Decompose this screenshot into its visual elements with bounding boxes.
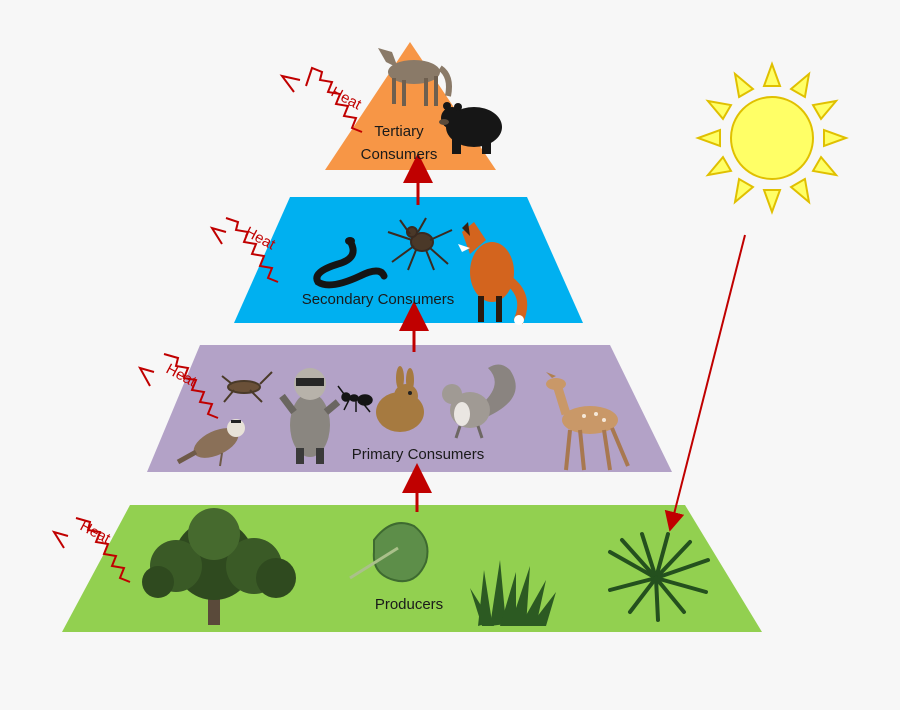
deer-icon xyxy=(546,372,630,471)
producers-label: Producers xyxy=(375,596,443,613)
fox-icon xyxy=(458,222,528,325)
energy-flow-arrows xyxy=(399,153,746,532)
raccoon-icon xyxy=(279,368,341,464)
leaf-icon xyxy=(349,522,429,583)
heat-wave-secondary xyxy=(209,217,279,283)
heat-wave-primary xyxy=(137,353,219,419)
secondary-consumers-label: Secondary Consumers xyxy=(302,291,455,308)
snake-icon xyxy=(313,237,388,289)
heat-wave-producers xyxy=(51,517,131,583)
tertiary-label-line1: Tertiary xyxy=(374,123,424,140)
arrow-sun-to-producers xyxy=(664,234,746,532)
bear-icon xyxy=(439,102,502,154)
ant-icon xyxy=(337,385,373,413)
primary-consumers-label: Primary Consumers xyxy=(352,446,485,463)
fern-icon xyxy=(608,532,710,622)
heat-wave-tertiary xyxy=(279,66,363,133)
rabbit-icon xyxy=(376,366,424,432)
sparrow-icon xyxy=(176,419,245,467)
tree-icon xyxy=(142,508,296,625)
grass-icon xyxy=(470,560,556,626)
coyote-icon xyxy=(378,48,452,106)
tertiary-label-line2: Consumers xyxy=(361,146,438,163)
spider-icon xyxy=(387,217,453,271)
cricket-icon xyxy=(221,371,273,403)
sun-icon xyxy=(695,61,849,215)
squirrel-icon xyxy=(442,364,516,439)
